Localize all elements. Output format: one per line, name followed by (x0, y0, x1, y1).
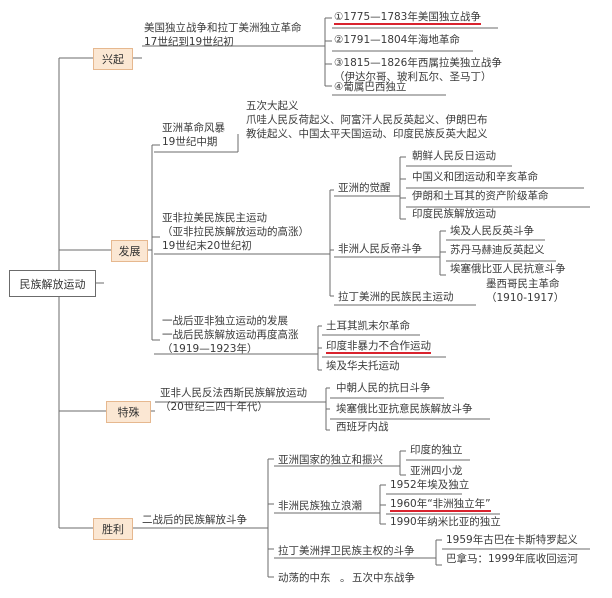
highlight-underline: 印度非暴力不合作运动 (326, 340, 431, 354)
ww1-item-1: 土耳其凯末尔革命 (326, 320, 410, 332)
peak-desc-2: （亚非拉民族解放运动的高涨） (162, 226, 309, 238)
branch-shengli-label: 胜利 (102, 523, 124, 536)
ww1-desc-1: 一战后亚非独立运动的发展 (162, 315, 288, 327)
branch-fazhan-label: 发展 (118, 245, 141, 258)
shengli-mideast-label: 动荡的中东 (278, 572, 331, 584)
xingqi-desc-2: 17世纪到19世纪初 (144, 36, 234, 48)
peak-desc-1: 亚非拉美民族民主运动 (162, 212, 267, 224)
shengli-africa-label: 非洲民族独立浪潮 (278, 500, 362, 512)
asia-storm-desc-1: 亚洲革命风暴 (162, 122, 225, 134)
shengli-asia-label: 亚洲国家的独立和振兴 (278, 454, 383, 466)
branch-teshu-label: 特殊 (117, 406, 140, 419)
asia-awake-item-4: 印度民族解放运动 (412, 208, 496, 220)
ww1-desc-2: 一战后民族解放运动再度高涨 (162, 329, 299, 341)
shengli-mideast-item: 五次中东战争 (352, 572, 415, 584)
shengli-latin-label: 拉丁美洲捍卫民族主权的斗争 (278, 545, 415, 557)
shengli-latin-item-2: 巴拿马：1999年底收回运河 (446, 553, 578, 565)
shengli-latin-item-1: 1959年古巴在卡斯特罗起义 (446, 534, 578, 546)
asia-storm-text-3: 教徒起义、中国太平天国运动、印度民族反英大起义 (246, 128, 488, 140)
teshu-item-3: 西班牙内战 (336, 421, 389, 433)
highlight-underline: ①1775—1783年美国独立战争 (334, 11, 481, 25)
branch-shengli: 胜利 (93, 518, 133, 540)
asia-awake-label: 亚洲的觉醒 (338, 182, 391, 194)
shengli-africa-item-2: 1960年“非洲独立年” (390, 498, 491, 512)
africa-item-1: 埃及人民反英斗争 (450, 225, 534, 237)
shengli-asia-item-2: 亚洲四小龙 (410, 465, 463, 477)
branch-xingqi-label: 兴起 (102, 53, 124, 66)
root-node: 民族解放运动 (9, 270, 96, 297)
branch-fazhan: 发展 (111, 240, 148, 262)
xingqi-desc-1: 美国独立战争和拉丁美洲独立革命 (144, 22, 302, 34)
africa-item-3: 埃塞俄比亚人民抗意斗争 (450, 263, 566, 275)
xingqi-item-2: ②1791—1804年海地革命 (334, 34, 460, 46)
ww1-desc-3: （1919—1923年） (162, 343, 258, 355)
xingqi-item-1: ①1775—1783年美国独立战争 (334, 11, 481, 25)
teshu-item-1: 中朝人民的抗日斗争 (336, 382, 431, 394)
ww1-item-3: 埃及华夫托运动 (326, 360, 400, 372)
peak-desc-3: 19世纪末20世纪初 (162, 240, 252, 252)
asia-awake-item-3: 伊朗和土耳其的资产阶级革命 (412, 190, 549, 202)
asia-storm-desc-2: 19世纪中期 (162, 136, 218, 148)
shengli-mideast-sep: 。 (340, 572, 351, 584)
asia-storm-text-2: 爪哇人民反荷起义、阿富汗人民反英起义、伊朗巴布 (246, 114, 488, 126)
shengli-africa-item-1: 1952年埃及独立 (390, 479, 470, 491)
latin-item-2: （1910-1917） (486, 292, 565, 304)
teshu-desc-2: （20世纪三四十年代） (160, 401, 268, 413)
root-label: 民族解放运动 (19, 277, 86, 291)
shengli-africa-item-3: 1990年纳米比亚的独立 (390, 516, 501, 528)
xingqi-item-4: （伊达尔哥、玻利瓦尔、圣马丁） (334, 71, 492, 83)
ww1-item-2: 印度非暴力不合作运动 (326, 340, 431, 354)
asia-storm-text-1: 五次大起义 (246, 100, 299, 112)
xingqi-item-3: ③1815—1826年西属拉美独立战争 (334, 57, 502, 69)
shengli-asia-item-1: 印度的独立 (410, 444, 463, 456)
africa-item-2: 苏丹马赫迪反英起义 (450, 244, 545, 256)
latin-item-1: 墨西哥民主革命 (486, 278, 560, 290)
latin-label: 拉丁美洲的民族民主运动 (338, 291, 454, 303)
highlight-underline: 1960年“非洲独立年” (390, 498, 491, 512)
teshu-desc-1: 亚非人民反法西斯民族解放运动 (160, 387, 307, 399)
branch-xingqi: 兴起 (93, 48, 133, 70)
asia-awake-item-2: 中国义和团运动和辛亥革命 (412, 171, 538, 183)
shengli-desc: 二战后的民族解放斗争 (142, 514, 247, 526)
teshu-item-2: 埃塞俄比亚抗意民族解放斗争 (336, 403, 473, 415)
asia-awake-item-1: 朝鲜人民反日运动 (412, 150, 496, 162)
xingqi-item-5: ④葡属巴西独立 (334, 81, 407, 93)
branch-teshu: 特殊 (106, 401, 151, 423)
africa-label: 非洲人民反帝斗争 (338, 243, 422, 255)
